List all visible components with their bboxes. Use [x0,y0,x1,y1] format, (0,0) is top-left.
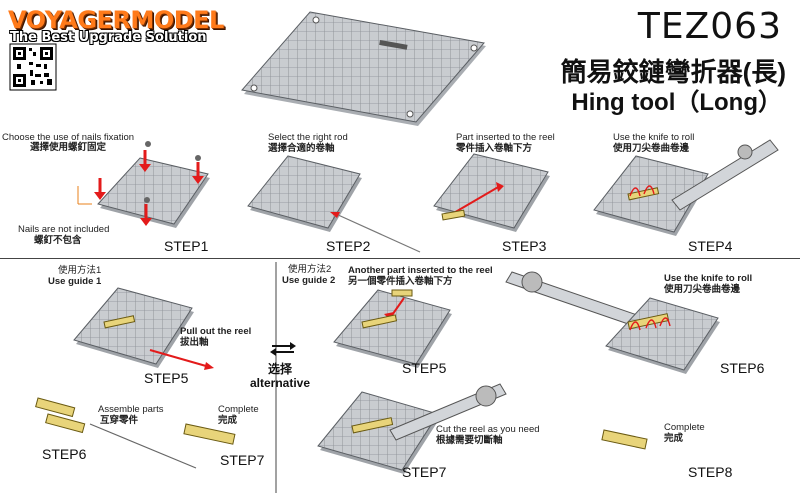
complete-hinge-part [601,429,648,450]
guide1-step6-label: STEP6 [42,446,87,462]
guide2-cut-cn: 根據需要切斷軸 [436,435,503,446]
product-code: TEZ063 [637,6,782,47]
brand-name: VOYAGERMODEL [8,6,224,34]
guide1-parts [35,397,236,469]
guide1-complete-cn: 完成 [218,415,238,426]
alternative-cn: 选择 [267,362,292,376]
guide2-step7-label: STEP7 [402,464,447,480]
registered-mark: ® [223,7,238,23]
step1-nails-en: Nails are not included [18,224,110,235]
guide1-pull-en: Pull out the reel [180,326,252,337]
guide1-complete-en: Complete [218,404,259,415]
step2-note-en: Select the right rod [268,132,348,143]
guide2-step5-label: STEP5 [402,360,447,376]
section-divider [0,258,800,259]
brand-logo: VOYAGERMODEL® [8,6,238,34]
step1-nails-cn: 螺釘不包含 [34,235,82,246]
guide1-assemble-en: Assemble parts [98,404,164,415]
guide2-step6-plate [505,271,720,374]
guide1-pull-cn: 拔出軸 [180,337,209,348]
guide1-plate [73,287,214,370]
guide2-cut-en: Cut the reel as you need [436,424,540,435]
step2-note-cn: 選擇合適的卷軸 [268,143,335,154]
guide1-assemble-cn: 互穿零件 [100,415,139,426]
guide1-step7-label: STEP7 [220,452,265,468]
guide2-knife-en: Use the knife to roll [664,273,753,284]
guide2-complete-cn: 完成 [664,433,684,444]
step3-note-en: Part inserted to the reel [456,132,555,143]
product-title-cn: 簡易鉸鏈彎折器(長) [560,57,786,87]
guide2-another-cn: 另一個零件插入卷軸下方 [348,276,453,287]
alternative-arrows-icon [270,342,296,356]
guide1-step5-label: STEP5 [144,370,189,386]
guide2-title-cn: 使用方法2 [288,264,332,275]
guide1-title-en: Use guide 1 [48,276,102,287]
step4-note-cn: 使用刀尖卷曲卷邊 [613,143,690,154]
guide2-title-en: Use guide 2 [282,275,336,286]
guide2-step8-label: STEP8 [688,464,733,480]
alternative-label: 选择 alternative [248,362,312,390]
step4-plate [593,139,779,236]
step4-note-en: Use the knife to roll [613,132,695,143]
step2-plate [247,155,421,253]
guide2-knife-cn: 使用刀尖卷曲卷邊 [664,284,741,295]
brand-tagline: The Best Upgrade Solution [10,30,207,45]
step1-note-en: Choose the use of nails fixation [2,132,135,143]
step1-plate [77,141,210,228]
step3-label: STEP3 [502,238,547,254]
guide1-title-cn: 使用方法1 [58,265,102,276]
product-plate [241,11,486,126]
alternative-en: alternative [249,376,311,390]
step4-label: STEP4 [688,238,733,254]
guide2-complete-en: Complete [664,422,705,433]
step2-label: STEP2 [326,238,371,254]
step3-note-cn: 零件插入卷軸下方 [456,143,533,154]
step1-label: STEP1 [164,238,209,254]
product-title-en: Hing tool（Long） [571,89,782,116]
guide2-another-en: Another part inserted to the reel [348,265,493,276]
step3-plate [433,153,550,232]
guide2-step7-plate [317,383,507,474]
step1-note-cn: 選擇使用螺釘固定 [30,142,107,153]
guide2-step5-plate [333,289,452,368]
guide2-step6-label: STEP6 [720,360,765,376]
qr-code [9,43,57,91]
